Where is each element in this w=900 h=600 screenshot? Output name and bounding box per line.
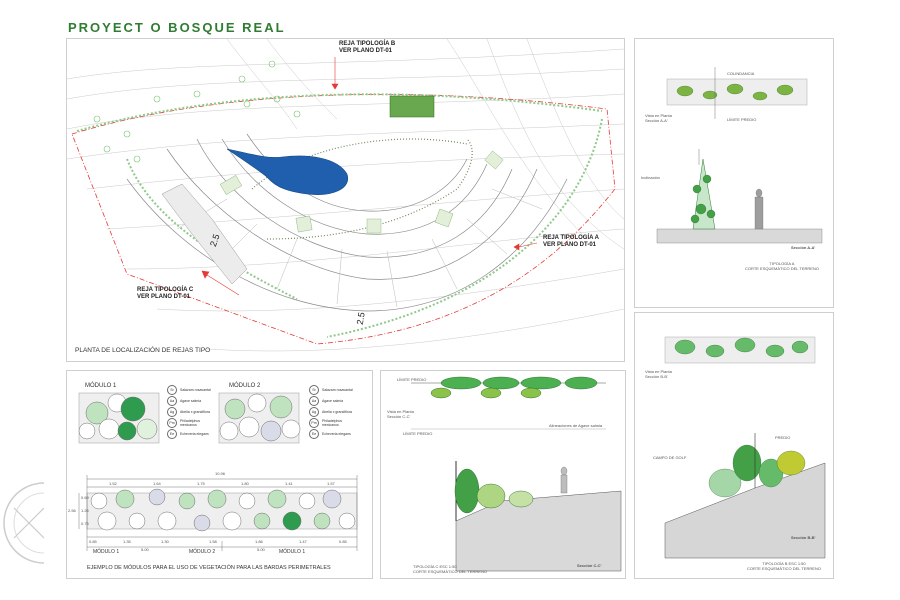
dimension-label: 0.75 bbox=[81, 521, 89, 526]
section-a-drawing bbox=[656, 67, 823, 244]
dimension-label: 1.64 bbox=[153, 481, 161, 486]
dimension-label: 1.86 bbox=[255, 539, 263, 544]
sheet-logo-icon bbox=[3, 482, 44, 564]
dimension-label: 1.47 bbox=[299, 539, 307, 544]
module-1-title: MÓDULO 1 bbox=[85, 383, 117, 389]
dimension-label: 1.35 bbox=[123, 539, 131, 544]
module-label: MÓDULO 2 bbox=[189, 549, 216, 555]
module-label: MÓDULO 1 bbox=[93, 549, 120, 555]
predio-label: PREDIO bbox=[775, 435, 791, 440]
section-c-drawing bbox=[411, 376, 622, 572]
limite-predio-a: LÍMITE PREDIO bbox=[727, 117, 757, 122]
label-reja-a: REJA TIPOLOGÍA A VER PLANO DT-01 bbox=[543, 235, 600, 248]
inclinacion-label: Inclinación bbox=[641, 175, 660, 180]
dimension-label: 5.00 bbox=[257, 547, 265, 552]
dimension-label: 1.30 bbox=[161, 539, 169, 544]
section-a-caption: Sección A-A' bbox=[791, 245, 816, 250]
dimension-label: 2.56 bbox=[68, 508, 76, 513]
dimension-label: 1.58 bbox=[209, 539, 217, 544]
section-b-caption: Sección B-B' bbox=[791, 535, 816, 540]
label-reja-b: REJA TIPOLOGÍA B VER PLANO DT-01 bbox=[339, 41, 396, 54]
limite-predio-c: LÍMITE PREDIO bbox=[403, 431, 433, 436]
module-2-title: MÓDULO 2 bbox=[229, 383, 261, 389]
dimension-label: 1.75 bbox=[197, 481, 205, 486]
dimension-label: 0.85 bbox=[339, 539, 347, 544]
limite-predio-top: LÍMITE PREDIO bbox=[397, 377, 427, 382]
site-plan-drawing bbox=[67, 39, 624, 352]
modules-panel: MÓDULO 1 MÓDULO 2 bbox=[66, 370, 373, 579]
dimension-total: 10.96 bbox=[215, 471, 226, 476]
modules-drawing bbox=[78, 392, 358, 551]
dimension-label: 1.26 bbox=[81, 508, 89, 513]
dimension-label: 0.85 bbox=[89, 539, 97, 544]
section-c-caption: Sección C-C' bbox=[577, 563, 602, 568]
site-plan-caption: PLANTA DE LOCALIZACIÓN DE REJAS TIPO bbox=[75, 347, 211, 354]
dimension-label: 0.69 bbox=[81, 495, 89, 500]
dimension-label: 1.80 bbox=[241, 481, 249, 486]
dimension-label: 1.41 bbox=[285, 481, 293, 486]
dimension-label: 1.57 bbox=[327, 481, 335, 486]
dimension-label: 2.5 bbox=[354, 311, 367, 326]
sheet-title: PROYECT O BOSQUE REAL bbox=[68, 20, 286, 35]
site-plan-panel: REJA TIPOLOGÍA B VER PLANO DT-01 REJA TI… bbox=[66, 38, 625, 362]
campo-golf-label: CAMPO DE GOLF bbox=[653, 455, 687, 460]
modules-caption: EJEMPLO DE MÓDULOS PARA EL USO DE VEGETA… bbox=[87, 565, 331, 571]
section-b-drawing bbox=[664, 336, 826, 559]
label-reja-c: REJA TIPOLOGÍA C VER PLANO DT-01 bbox=[137, 287, 194, 300]
colindancia-label: COLINDANCIA bbox=[727, 71, 755, 76]
dimension-label: 5.00 bbox=[141, 547, 149, 552]
section-c-note: Alineaciones de Agave salmia bbox=[549, 423, 603, 428]
module-label: MÓDULO 1 bbox=[279, 549, 306, 555]
dimension-label: 1.52 bbox=[109, 481, 117, 486]
